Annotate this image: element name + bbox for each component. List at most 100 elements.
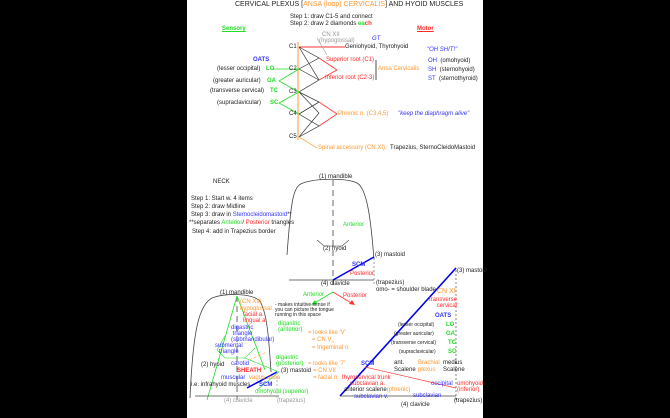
sensory-nerve: (lesser occipital) (217, 66, 261, 72)
cn5-text: = CN V (312, 337, 332, 343)
sensory-abbr: SC (270, 100, 279, 106)
muscular-label: muscular (221, 375, 246, 381)
submental-line: triangle (219, 349, 239, 355)
step2-each-a: ea (358, 21, 365, 27)
neck-step-1: Step 1: Start w. 4 items (191, 196, 253, 202)
infrahyoid-label: i.e. infrahyoid muscles (191, 382, 251, 388)
sensory-nerve: (transverse cervical) (210, 88, 265, 94)
posterior-trapezius: (trapezius) (454, 398, 483, 404)
posterior-scm-line (339, 267, 457, 397)
motor-name: (sternothyroid) (439, 76, 478, 82)
digastric-triangle: digastric triangle(submandibular) (231, 325, 274, 343)
oh-shit-mnemonic: "OH SHIT!" (427, 47, 458, 53)
submental-line: submental (215, 343, 243, 349)
subclavian-label: subclavian (413, 393, 442, 399)
digastric-tri-line: (submandibular) (231, 337, 275, 343)
sep-slash: / (242, 220, 246, 226)
looks-like-7: = looks like '7' (308, 361, 346, 367)
hyoid-label: (2) hyoid (323, 246, 347, 252)
posterior-arrowhead (349, 300, 355, 305)
cn12-dashed-line (248, 351, 268, 361)
brachial-line: plexus (418, 367, 436, 373)
motor-muscle: SH (sternohyoid) (428, 67, 475, 74)
subclavian-vein: subclavian v. (354, 394, 389, 400)
detail-mandible-label: (1) mandible (220, 290, 254, 296)
anterior-triangle-lines (206, 295, 238, 401)
medius-line: Scalene (443, 367, 465, 373)
digastric-ant-line: digastric (278, 321, 301, 327)
posterior-nerve: (supraclavicular) (399, 349, 436, 355)
detail-ansa-label: ansa (267, 375, 281, 381)
motor-abbr: OH (428, 58, 437, 64)
plexus-zigzag-b (298, 46, 320, 70)
spinal-accessory-targets: Trapezius, SternoCleidoMastoid (390, 145, 476, 151)
sep-posterior: Posterior (245, 220, 270, 226)
cn5-label: = CN V3 (312, 337, 334, 345)
digastric-tri-line: triangle (232, 331, 253, 337)
digastric-lines (216, 335, 256, 359)
detail-hyoid: (2) hyoid (201, 362, 225, 368)
plexus-zigzag-c (298, 91, 320, 138)
omohyoid-inferior: omohyoid(inferior) (457, 381, 483, 393)
level-c2: C2 (289, 66, 297, 72)
sensory-heading: Sensory (222, 26, 246, 32)
digastric-post-line: digastric (276, 355, 299, 361)
motor-muscle: OH (omohyoid) (428, 58, 470, 65)
level-c4: C4 (289, 111, 297, 117)
sep-text: **separates (189, 220, 222, 226)
cn12-label: CN XII (322, 32, 340, 38)
page-title: CERVICAL PLEXUS [ANSA (loop) CERVICALIS]… (235, 1, 463, 9)
sensory-nerve: (supraclavicular) (217, 100, 262, 106)
trapezius-label: (trapezius) (376, 280, 405, 286)
motor-name: (sternohyoid) (439, 67, 475, 73)
step2-each-b: ch (364, 21, 372, 27)
motor-abbr: ST (428, 76, 436, 82)
detail-cn12: (CN XII) (240, 299, 262, 305)
plexus-zigzag-link (298, 101, 320, 115)
ansa-cervicalis-label: Ansa Cervicalis (378, 66, 420, 72)
step2-text: Step 2: draw 2 diamonds (290, 21, 359, 27)
posterior-scm: SCM (361, 361, 375, 367)
digastric-post-line: (posterior) (276, 361, 304, 367)
posterior-arrow-label: Posterior (343, 293, 368, 299)
digastric-ant-line: (anterior) (278, 327, 303, 333)
anterior-arrow (312, 291, 334, 305)
posterior-nerve-abbr: TC (448, 340, 456, 346)
anterior-arrowhead (311, 300, 317, 305)
phrenic-line (318, 101, 338, 127)
title-post: ] AND HYOID MUSCLES (385, 1, 464, 8)
omohyoid-lines (244, 357, 280, 391)
sep-anterior: Anterior (221, 220, 243, 226)
sheath-label: SHEATH (237, 368, 262, 374)
cn5-subscript: 3 (331, 339, 334, 345)
posterior-nerve-abbr: LO (446, 322, 455, 328)
posterior-nerve: (lesser occipital) (398, 322, 435, 328)
level-c5: C5 (289, 134, 297, 140)
trigeminal-label: = trigeminal n. (312, 345, 350, 351)
looks-like-v: = looks like 'V' (308, 330, 346, 336)
omo-note: omo- = shoulder blade (376, 287, 436, 293)
detail-scm: SCM (259, 382, 273, 388)
level-c3: C3 (289, 89, 297, 95)
cn11-label: CN XI (437, 288, 456, 295)
intuitive-line: you can picture the tongue (275, 307, 334, 313)
oats-mnemonic: OATS (253, 57, 270, 63)
omohyoid-inferior-line (364, 366, 457, 389)
intuitive-line: - makes intuitive sense if (275, 302, 330, 308)
neck-separates-note: **separates Anterior/ Posterior triangle… (189, 220, 294, 227)
posterior-nerve: (greater auricular) (394, 331, 434, 337)
carotid-label: carotid (231, 361, 250, 367)
neck-outline (286, 178, 375, 261)
mandible-label: (1) mandible (319, 174, 353, 180)
anterior-arrow-label: Anterior (303, 292, 325, 298)
hyoid-shape (316, 239, 350, 247)
posterior-clavicle: (4) clavicle (401, 402, 430, 408)
sensory-nerve: (greater auricular) (213, 78, 261, 84)
geniohyoid-label: Geniohyoid, Thyrohyoid (345, 44, 409, 50)
detail-neck-outline (189, 294, 272, 399)
sensory-abbr: GA (267, 78, 276, 84)
omohyoid-inf-line: omohyoid (457, 381, 484, 387)
